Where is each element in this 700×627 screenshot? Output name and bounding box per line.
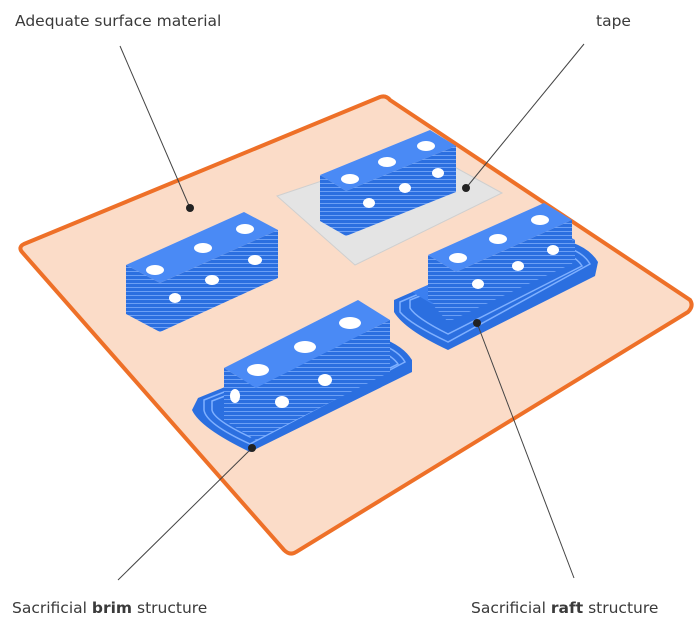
label-raft: Sacrificial raft structure: [471, 599, 658, 617]
dot-tape: [462, 184, 470, 192]
part-on-tape: [320, 130, 456, 236]
leader-brim: [117, 447, 253, 581]
part-raft: [394, 203, 598, 350]
leader-tape: [465, 43, 585, 189]
part-surface: [126, 212, 278, 332]
label-tape: tape: [596, 12, 631, 30]
part-brim: [192, 300, 412, 452]
label-brim-prefix: Sacrificial: [12, 599, 92, 617]
dot-raft: [473, 319, 481, 327]
dot-brim: [248, 444, 256, 452]
label-brim-suffix: structure: [132, 599, 208, 617]
label-raft-suffix: structure: [583, 599, 659, 617]
leader-surface: [119, 45, 191, 209]
dot-surface: [186, 204, 194, 212]
label-raft-bold: raft: [550, 599, 584, 617]
label-brim-bold: brim: [91, 599, 133, 617]
label-raft-prefix: Sacrificial: [471, 599, 551, 617]
label-brim: Sacrificial brim structure: [12, 599, 207, 617]
leader-raft: [476, 322, 575, 579]
label-surface: Adequate surface material: [15, 12, 222, 30]
